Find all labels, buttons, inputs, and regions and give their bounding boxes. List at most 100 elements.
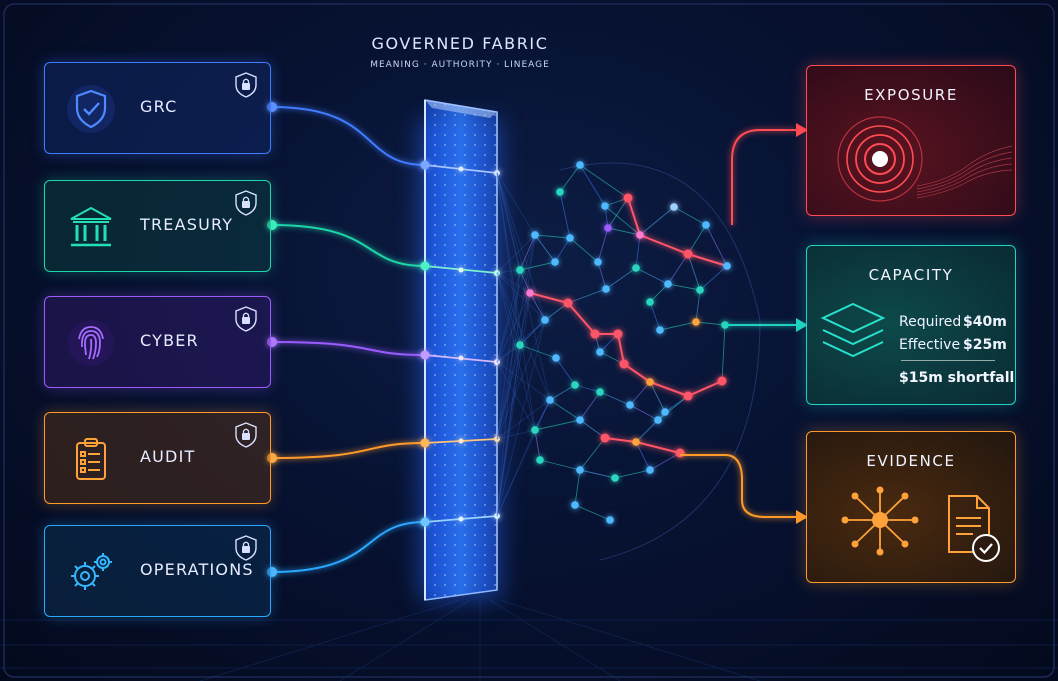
source-label-cyber: CYBER [140,331,199,350]
network-fan-edge [496,429,536,517]
network-edge [721,324,726,382]
network-edge [574,469,581,506]
network-edge [519,261,556,271]
network-node [670,203,678,211]
capacity-shortfall: $15m shortfall [899,370,1015,386]
network-edge [534,234,556,263]
source-label-grc: GRC [140,97,178,116]
network-fan-edge [496,361,536,431]
lock-shield-icon [235,190,257,216]
source-card-audit: AUDIT [44,412,271,504]
network-fan-edge [496,234,536,440]
network-node [516,266,524,274]
capacity-required-row: Required $40m [899,314,1007,330]
network-edge [597,227,609,263]
network-edge [607,227,641,236]
network-node [600,433,610,443]
network-node [619,359,629,369]
network-edge [649,301,661,331]
network-node [596,348,604,356]
network-fan-edge [496,172,551,401]
network-node [675,448,685,458]
network-node [702,221,710,229]
network-fan-edge [496,292,531,363]
network-edge [519,344,557,359]
lock-shield-icon [235,306,257,332]
network-fan-edge [496,272,536,431]
governed-fabric-panel [420,99,500,601]
network-edge [667,253,689,285]
network-fan-edge [496,272,521,346]
network-edge [635,234,641,269]
network-edge [534,429,541,461]
network-edge [604,205,641,236]
network-node [541,316,549,324]
network-fan-edge [496,172,531,294]
capacity-divider [901,360,995,361]
network-fan-edge [496,319,546,517]
network-fan-edge [496,269,521,363]
network-node [683,391,693,401]
network-edge [635,267,669,285]
network-edge [529,292,546,321]
network-edge [539,459,581,471]
output-connectors [680,129,796,518]
network-node [632,264,640,272]
network-node [611,474,619,482]
network-edge [687,224,707,255]
outer-frame [3,3,1055,678]
network-node [664,280,672,288]
network-edge [519,319,546,346]
fabric-subtitle: MEANING · AUTHORITY · LINEAGE [370,60,550,70]
output-card-exposure: EXPOSURE [806,65,1016,216]
network-edge [555,357,576,386]
network-edge [629,404,659,421]
network-node [571,501,579,509]
network-node [683,249,693,259]
source-card-operations: OPERATIONS [44,525,271,617]
network-node [646,298,654,306]
network-fan-edge [496,344,521,363]
network-fan-edge [496,399,551,517]
network-edge [695,321,726,326]
network-edge [597,261,607,290]
network-edge [579,391,601,421]
network-node [576,466,584,474]
network-edge [567,288,607,304]
network-node [563,298,573,308]
network-edge [649,283,669,303]
network-edge [649,381,666,413]
network-node [646,466,654,474]
network-edge [554,237,571,263]
floor-grid [0,599,1058,681]
network-edge [629,381,651,406]
network-edge [534,419,581,431]
network-edge [579,437,606,471]
network-edge [559,191,571,239]
network-fan-edge [496,292,531,517]
output-card-evidence: EVIDENCE [806,431,1016,583]
network-node [636,231,644,239]
network-edge [574,504,611,521]
evidence-arrowhead [796,510,808,524]
network-fan-edge [496,172,521,346]
document-check-icon [948,495,1000,562]
network-fan-edge [496,269,521,517]
network-edge [687,253,701,291]
network-red-path [627,197,728,267]
source-card-cyber: CYBER [44,296,271,388]
capacity-required-label: Required [899,314,962,330]
network-fan-edge [496,269,521,274]
network-fan-edge [496,269,521,440]
network-node [526,289,534,297]
brain-outline-arc [559,162,761,561]
network-node [692,318,700,326]
network-edge [635,419,659,443]
network-node [717,376,727,386]
network-nodes [516,161,731,524]
source-label-audit: AUDIT [140,447,196,466]
network-edge [549,399,581,421]
network-edge [695,289,701,323]
source-label-treasury: TREASURY [140,215,234,234]
network-fan-edge [496,292,531,440]
